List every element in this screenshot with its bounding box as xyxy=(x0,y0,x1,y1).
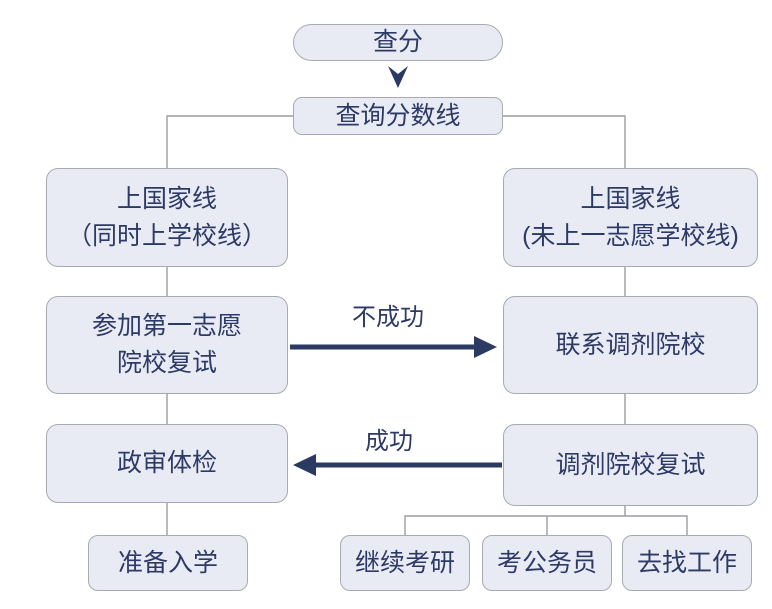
node-label-line1: 参加第一志愿 xyxy=(91,312,242,340)
node-label-line2: 院校复试 xyxy=(116,349,217,377)
connector-cutoff-to-left xyxy=(166,115,293,168)
node-contact-adjust-school: 联系调剂院校 xyxy=(503,296,758,394)
node-label-line2: (未上一志愿学校线) xyxy=(522,221,739,250)
arrow-fail-head-icon xyxy=(474,336,497,358)
node-retake-exam: 继续考研 xyxy=(340,535,470,591)
node-civil-service-exam: 考公务员 xyxy=(482,535,612,591)
node-political-review-physical: 政审体检 xyxy=(46,424,288,503)
node-above-national-not-first-choice: 上国家线 (未上一志愿学校线) xyxy=(503,168,758,267)
arrow-success-head-icon xyxy=(293,454,316,476)
node-label-line1: 上国家线 xyxy=(580,184,681,213)
node-prepare-enroll: 准备入学 xyxy=(88,535,248,591)
edge-label-fail: 不成功 xyxy=(352,304,424,331)
connector-branch-rail xyxy=(404,515,688,535)
node-check-score: 查分 xyxy=(293,24,503,61)
node-find-job: 去找工作 xyxy=(622,535,752,591)
node-adjust-school-retest: 调剂院校复试 xyxy=(503,424,758,506)
connector-cutoff-to-right xyxy=(503,115,626,168)
node-check-cutoff-line: 查询分数线 xyxy=(293,97,503,135)
node-label-line2: （同时上学校线） xyxy=(66,221,267,250)
edge-label-success: 成功 xyxy=(365,428,413,455)
node-above-national-and-school-line: 上国家线 （同时上学校线） xyxy=(46,168,288,267)
node-label-line1: 上国家线 xyxy=(116,184,217,213)
node-first-choice-retest: 参加第一志愿 院校复试 xyxy=(46,296,288,394)
chevron-down-arrow-icon xyxy=(388,66,408,88)
